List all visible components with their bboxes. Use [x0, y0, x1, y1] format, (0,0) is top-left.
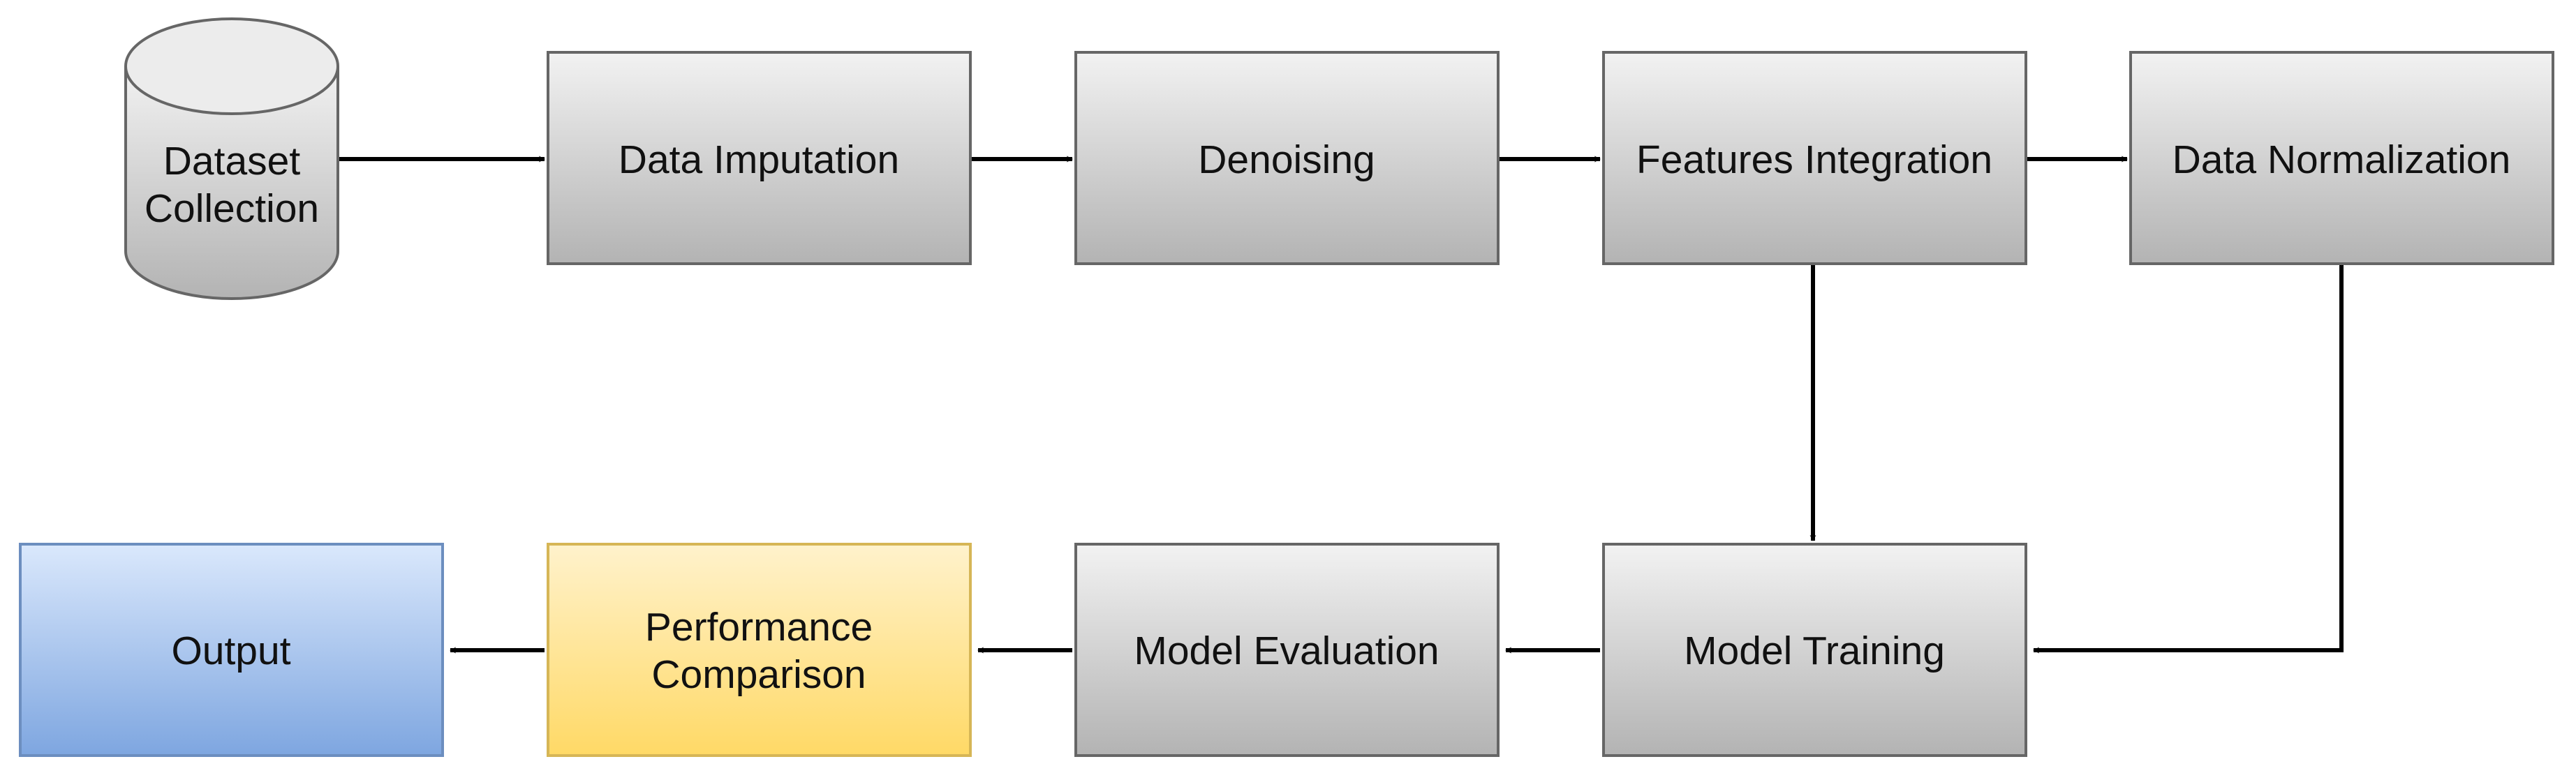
data-normalization-label: Data Normalization: [2172, 137, 2511, 182]
data-normalization-node: Data Normalization: [2129, 51, 2554, 265]
model-evaluation-label: Model Evaluation: [1134, 629, 1439, 673]
data-imputation-node: Data Imputation: [547, 51, 972, 265]
dataset-cylinder-top: [124, 17, 339, 115]
model-evaluation-node: Model Evaluation: [1074, 543, 1500, 757]
dataset-collection-node: Dataset Collection: [124, 17, 339, 300]
data-imputation-label: Data Imputation: [619, 137, 899, 182]
performance-comparison-node: Performance Comparison: [547, 543, 972, 757]
performance-comparison-label-line2: Comparison: [651, 652, 866, 697]
dataset-collection-label-line1: Dataset: [163, 139, 301, 183]
features-integration-node: Features Integration: [1602, 51, 2027, 265]
dataset-cylinder-body: [124, 66, 339, 300]
denoising-node: Denoising: [1074, 51, 1500, 265]
performance-comparison-label-line1: Performance: [645, 605, 873, 650]
dataset-collection-label-line2: Collection: [145, 186, 319, 231]
model-training-label: Model Training: [1684, 629, 1945, 673]
arrow-normalization-to-training: [2033, 265, 2344, 654]
output-node: Output: [19, 543, 444, 757]
output-label: Output: [171, 629, 290, 673]
features-integration-label: Features Integration: [1636, 137, 1992, 182]
model-training-node: Model Training: [1602, 543, 2027, 757]
connectors: [338, 156, 2344, 654]
denoising-label: Denoising: [1198, 137, 1375, 182]
